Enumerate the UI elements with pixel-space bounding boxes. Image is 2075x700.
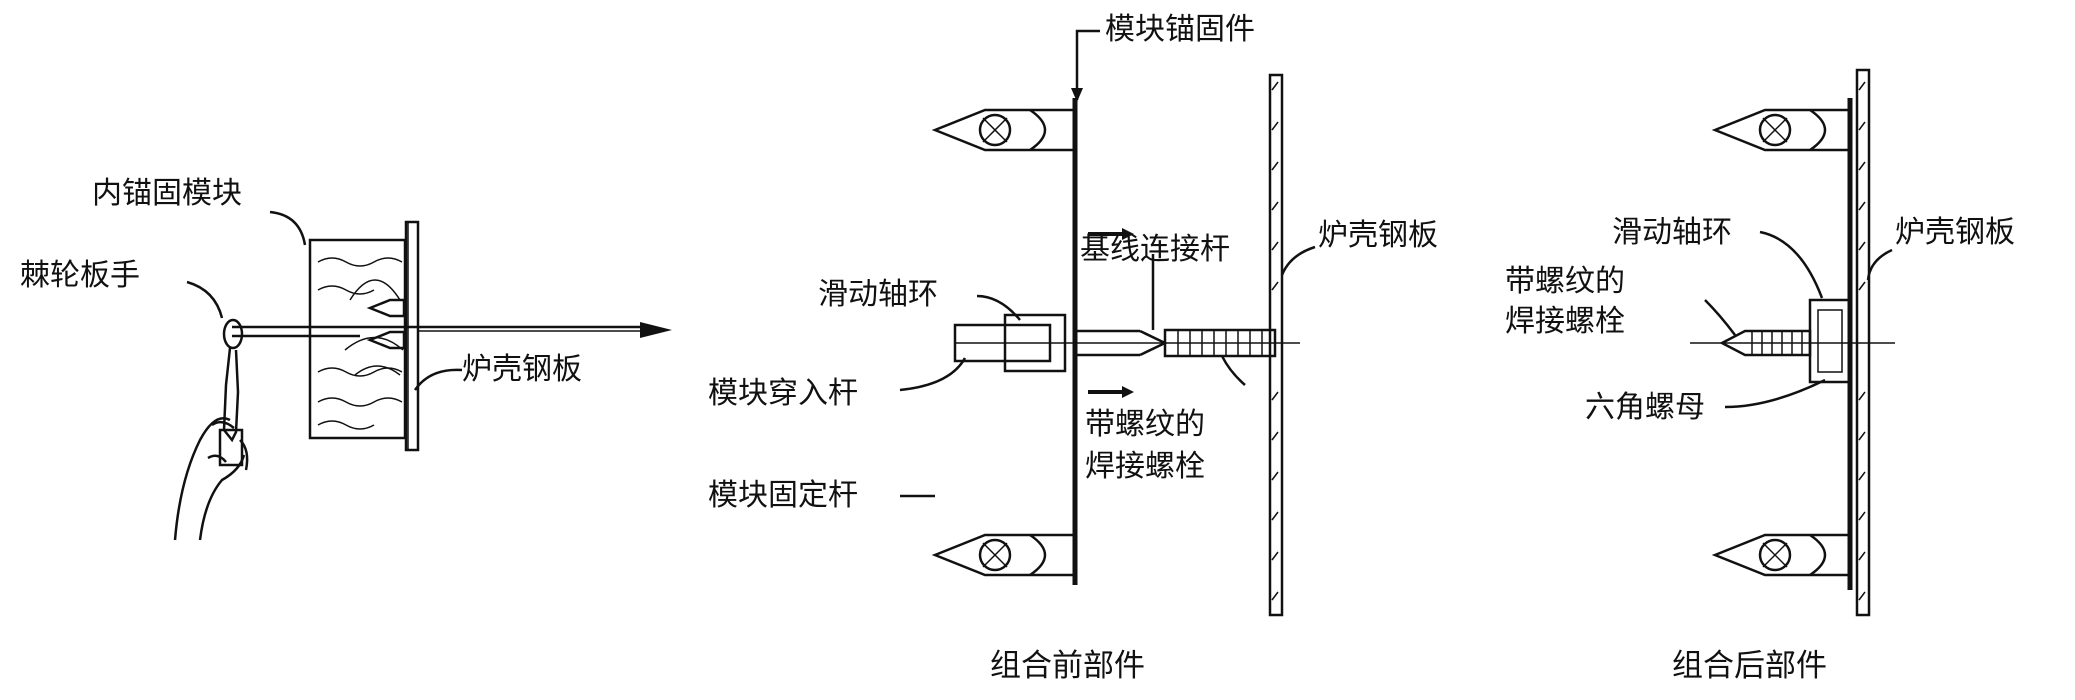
middle-figure-drawing (931, 73, 1300, 617)
leader-right-shell (1866, 248, 1893, 281)
leader-hex-nut (1724, 378, 1826, 409)
hex-nut (1817, 309, 1843, 373)
left-figure-drawing (173, 220, 672, 541)
right-figure-drawing (1690, 68, 1895, 617)
label-left-furnace-shell: 炉壳钢板 (462, 352, 582, 387)
label-module-anchor: 模块锚固件 (1105, 12, 1255, 47)
top-module-fixing-rod (931, 108, 1077, 152)
leader-right-bolt (1704, 299, 1736, 336)
label-middle-threaded-bolt-line2: 焊接螺栓 (1085, 449, 1205, 484)
leader-module-through-rod (899, 357, 967, 392)
caption-after-assembly: 组合后部件 (1672, 648, 1827, 684)
label-middle-threaded-bolt-line1: 带螺纹的 (1085, 407, 1205, 442)
middle-shell-plate (1268, 73, 1284, 617)
label-right-threaded-bolt-line1: 带螺纹的 (1505, 264, 1625, 299)
label-hex-nut: 六角螺母 (1585, 390, 1705, 425)
label-module-through-rod: 模块穿入杆 (708, 376, 858, 411)
leader-inner-anchor-module (269, 210, 307, 246)
leader-threaded-bolt (1220, 355, 1246, 386)
left-shell-plate (404, 220, 420, 452)
leader-left-shell-plate (413, 368, 463, 391)
label-right-threaded-bolt-line2: 焊接螺栓 (1505, 304, 1625, 339)
leader-middle-shell (1280, 245, 1316, 276)
leader-right-sliding-collar (1759, 230, 1824, 299)
caption-before-assembly: 组合前部件 (990, 648, 1145, 684)
label-ratchet-wrench: 棘轮板手 (20, 258, 140, 293)
inner-anchor-module-block (308, 238, 407, 440)
label-inner-anchor-module: 内锚固模块 (92, 176, 242, 211)
label-module-fixing-rod: 模块固定杆 (708, 478, 858, 513)
leader-module-anchor (1075, 29, 1100, 100)
leader-sliding-collar (976, 294, 1021, 321)
label-baseline-connecting-rod: 基线连接杆 (1080, 232, 1230, 267)
label-right-furnace-shell: 炉壳钢板 (1895, 215, 2015, 250)
label-middle-sliding-collar: 滑动轴环 (818, 277, 938, 312)
bottom-module-fixing-rod (931, 533, 1077, 577)
label-middle-furnace-shell: 炉壳钢板 (1318, 218, 1438, 253)
label-right-sliding-collar: 滑动轴环 (1612, 215, 1732, 250)
right-sliding-collar (1808, 298, 1852, 384)
leader-ratchet-wrench (186, 280, 224, 319)
ratchet-wrench-head (222, 318, 244, 350)
pull-direction-arrow (640, 322, 672, 338)
